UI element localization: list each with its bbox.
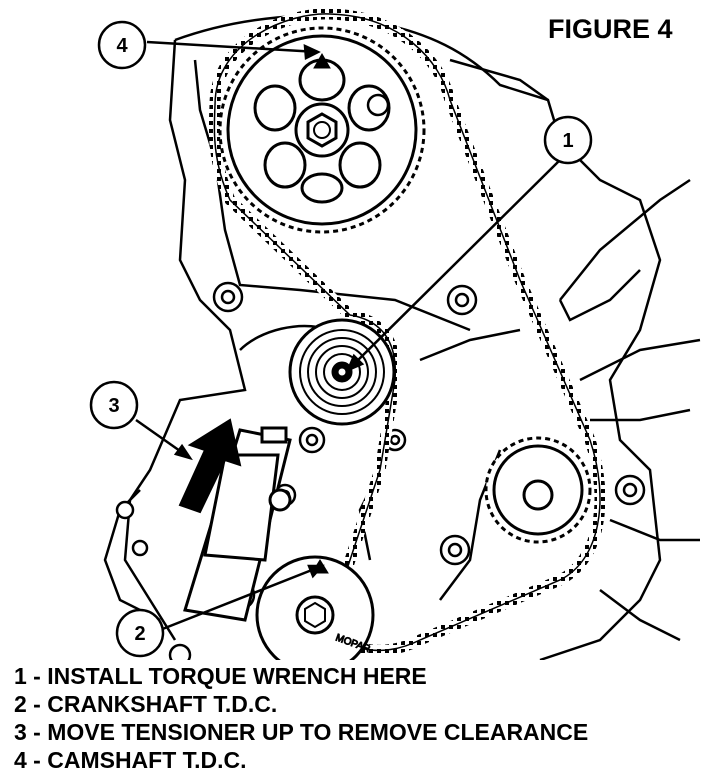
leader-lines <box>135 40 561 632</box>
legend-item-4: 4 - CAMSHAFT T.D.C. <box>14 747 247 773</box>
callout-2-number: 2 <box>134 623 145 645</box>
legend: 1 - INSTALL TORQUE WRENCH HERE 2 - CRANK… <box>0 662 704 774</box>
callout-1-number: 1 <box>562 130 573 152</box>
crankshaft-sprocket: MOPAR <box>255 555 375 660</box>
legend-item-1: 1 - INSTALL TORQUE WRENCH HERE <box>14 663 427 689</box>
tensioner-pulley <box>288 318 396 426</box>
engine-block <box>103 14 701 660</box>
callout-3: 3 <box>89 380 139 430</box>
callout-3-number: 3 <box>108 395 119 417</box>
callout-4-number: 4 <box>116 35 128 57</box>
tensioner-bracket <box>183 426 292 622</box>
legend-item-3: 3 - MOVE TENSIONER UP TO REMOVE CLEARANC… <box>14 719 589 745</box>
figure-title: FIGURE 4 <box>548 14 673 44</box>
callout-1: 1 <box>543 115 593 165</box>
timing-belt-diagram: MOPAR 4 1 3 2 <box>89 8 701 660</box>
callout-2: 2 <box>115 608 165 658</box>
legend-item-2: 2 - CRANKSHAFT T.D.C. <box>14 691 278 717</box>
callout-4: 4 <box>97 20 147 70</box>
move-up-arrow <box>178 418 242 514</box>
intermediate-sprocket <box>484 436 592 544</box>
camshaft-sprocket <box>218 26 426 234</box>
